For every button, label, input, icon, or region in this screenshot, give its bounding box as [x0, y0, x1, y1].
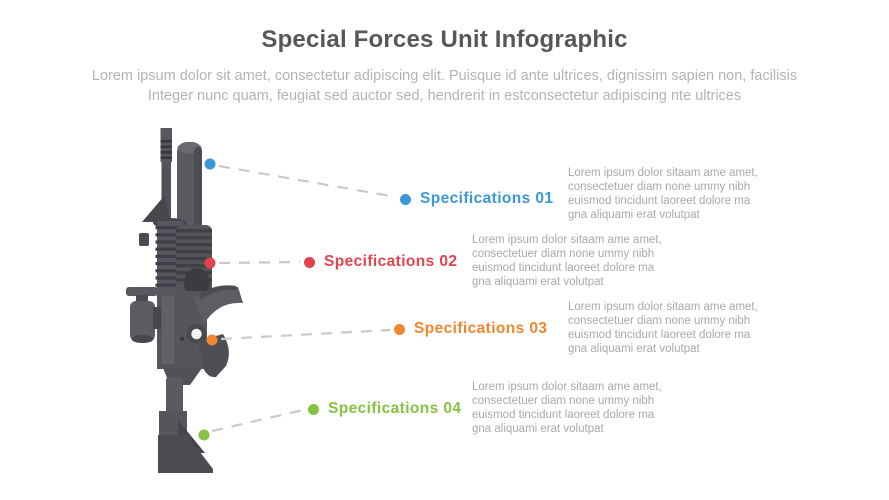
- page-subtitle: Lorem ipsum dolor sit amet, consectetur …: [91, 68, 798, 104]
- spec-description-01: Lorem ipsum dolor sitaam ame amet, conse…: [568, 167, 758, 221]
- rifle-trigger-guard: [186, 324, 207, 344]
- rifle-illustration: [126, 128, 243, 473]
- spec-bullet-02: [304, 256, 315, 268]
- rifle-scope: [126, 287, 158, 296]
- spec-title-02: Specifications 02: [324, 253, 458, 270]
- spec-description-03: Lorem ipsum dolor sitaam ame amet, conse…: [568, 301, 758, 355]
- spec-bullet-01: [400, 193, 411, 205]
- spec-description-04: Lorem ipsum dolor sitaam ame amet, conse…: [472, 381, 662, 435]
- rifle-barrel: [161, 129, 171, 225]
- spec-title-04: Specifications 04: [328, 400, 462, 417]
- spec-bullet-03: [394, 323, 405, 335]
- spec-title-03: Specifications 03: [414, 320, 548, 337]
- rifle-front-sight: [142, 195, 170, 222]
- spec-bullet-04: [308, 403, 319, 415]
- page-title: Special Forces Unit Infographic: [261, 26, 628, 53]
- spec-description-02: Lorem ipsum dolor sitaam ame amet, conse…: [472, 234, 662, 288]
- rifle-pistol-grip: [198, 334, 229, 378]
- spec-title-01: Specifications 01: [420, 190, 554, 207]
- rifle-buffer-tube: [166, 377, 183, 417]
